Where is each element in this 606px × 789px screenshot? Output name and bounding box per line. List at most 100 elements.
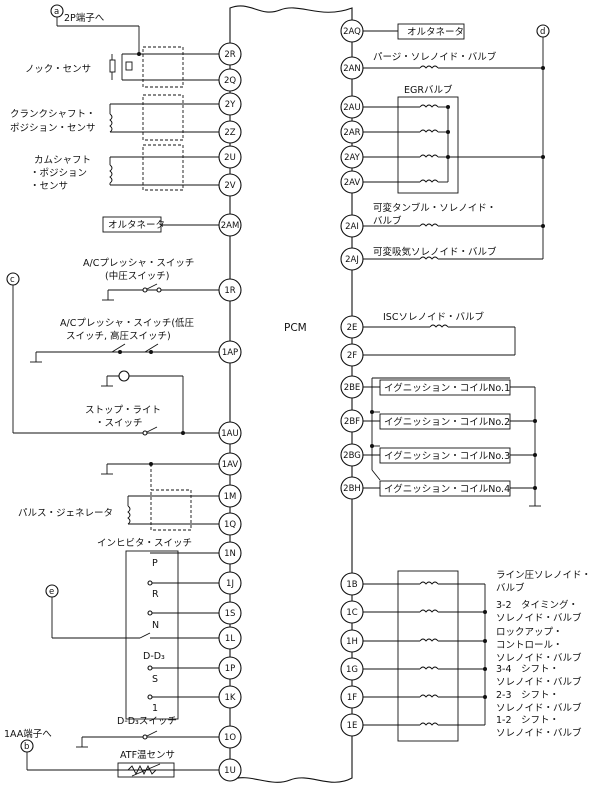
right-pin-2ay bbox=[340, 145, 364, 169]
ref-e-label: e bbox=[49, 587, 54, 597]
left-pin-1ap bbox=[218, 340, 242, 364]
coil2-label: イグニッション・コイルNo.2 bbox=[384, 416, 510, 428]
right-pin-2ar bbox=[340, 120, 364, 144]
left-pin-1o bbox=[218, 725, 242, 749]
cam-sensor-label-2: ・ポジション bbox=[30, 168, 87, 179]
dd3-switch-label: D-D₃スイッチ bbox=[117, 716, 177, 727]
ac-mid-label-1: A/Cプレッシャ・スイッチ bbox=[83, 258, 194, 269]
pcm-label: PCM bbox=[284, 322, 307, 334]
right-pin-label-1c: 1C bbox=[346, 608, 357, 618]
left-pin-label-2q: 2Q bbox=[224, 76, 236, 86]
right-pin-label-2ai: 2AI bbox=[345, 222, 359, 232]
left-pin-1u bbox=[218, 758, 242, 782]
left-pin-label-2v: 2V bbox=[224, 181, 235, 191]
left-pin-1av bbox=[218, 452, 242, 476]
tumble-label-2: バルブ bbox=[373, 215, 402, 227]
left-pin-label-1au: 1AU bbox=[221, 429, 238, 439]
isc-label: ISCソレノイド・バルブ bbox=[383, 311, 484, 323]
left-pin-1n bbox=[218, 541, 242, 565]
right-pin-label-2an: 2AN bbox=[343, 64, 361, 74]
alternator-left-box bbox=[102, 216, 162, 233]
pulse-gen-label: パルス・ジェネレータ bbox=[18, 508, 113, 519]
left-pin-label-2u: 2U bbox=[224, 153, 236, 163]
right-pin-1g bbox=[340, 657, 364, 681]
crank-sensor-label-2: ポジション・センサ bbox=[10, 123, 96, 134]
left-pin-label-1r: 1R bbox=[224, 286, 235, 296]
pulse-shield bbox=[150, 489, 192, 531]
to-1aa-label: 1AA端子へ bbox=[4, 728, 52, 740]
left-pin-label-1m: 1M bbox=[224, 492, 237, 502]
inhibitor-label: インヒビタ・スイッチ bbox=[97, 538, 192, 549]
stop-switch-label-1: ストップ・ライト bbox=[85, 405, 161, 416]
crank-coil-icon bbox=[109, 113, 113, 133]
left-pin-label-2r: 2R bbox=[224, 50, 235, 60]
knock-shield bbox=[142, 46, 184, 88]
pos-p: P bbox=[152, 558, 158, 569]
inhibitor-box bbox=[125, 550, 179, 720]
right-pin-2f bbox=[340, 343, 364, 367]
ref-d-label: d bbox=[540, 27, 545, 37]
timing-label-1: 3-2 タイミング・ bbox=[496, 599, 578, 611]
right-pin-1e bbox=[340, 713, 364, 737]
knock-resistor bbox=[109, 59, 116, 73]
right-pin-2e bbox=[340, 315, 364, 339]
egr-coil-2-icon bbox=[419, 129, 439, 133]
dd3-switch bbox=[146, 730, 158, 737]
cam-sensor-label-3: ・センサ bbox=[30, 181, 68, 192]
left-pin-1l bbox=[218, 626, 242, 650]
line-pressure-coil-icon bbox=[419, 581, 439, 585]
left-pin-2am bbox=[218, 213, 242, 237]
left-pin-2v bbox=[218, 173, 242, 197]
shift23-label-2: ソレノイド・バルブ bbox=[496, 702, 582, 714]
to-2p-label: 2P端子へ bbox=[64, 12, 105, 24]
lockup-coil-icon bbox=[419, 638, 439, 642]
intake-coil-icon bbox=[419, 256, 439, 260]
right-pin-label-2bg: 2BG bbox=[343, 451, 361, 461]
right-pin-2au bbox=[340, 95, 364, 119]
pos-r: R bbox=[152, 589, 159, 600]
pos-1: 1 bbox=[152, 703, 158, 714]
shift23-coil-icon bbox=[419, 694, 439, 698]
left-pin-1k bbox=[218, 685, 242, 709]
egr-coil-4-icon bbox=[419, 179, 439, 183]
right-pin-label-2bf: 2BF bbox=[344, 417, 360, 427]
alternator-left-label: オルタネータ bbox=[108, 220, 165, 231]
lockup-label-1: ロックアップ・ bbox=[496, 627, 563, 638]
coil3-box bbox=[379, 447, 511, 464]
knock-element bbox=[125, 61, 133, 71]
shift34-coil-icon bbox=[419, 666, 439, 670]
at-solenoid-box bbox=[397, 570, 459, 742]
intake-label: 可変吸気ソレノイド・バルブ bbox=[373, 246, 497, 258]
right-pin-2aj bbox=[340, 247, 364, 271]
coil3-label: イグニッション・コイルNo.3 bbox=[384, 450, 510, 462]
left-pin-2q bbox=[218, 68, 242, 92]
left-pin-label-2am: 2AM bbox=[221, 221, 240, 231]
right-pin-2an bbox=[340, 56, 364, 80]
left-pin-label-1u: 1U bbox=[224, 766, 236, 776]
timing-coil-icon bbox=[419, 609, 439, 613]
right-pin-label-2av: 2AV bbox=[344, 178, 361, 188]
left-pin-1au bbox=[218, 421, 242, 445]
left-pin-label-1n: 1N bbox=[224, 549, 236, 559]
right-pin-label-1g: 1G bbox=[346, 665, 358, 675]
right-pin-1b bbox=[340, 572, 364, 596]
pos-d: D-D₃ bbox=[143, 651, 165, 662]
pulse-coil-icon bbox=[127, 505, 131, 525]
left-pin-label-1o: 1O bbox=[224, 733, 236, 743]
atf-thermistor-icon bbox=[127, 763, 161, 777]
right-pin-1f bbox=[340, 685, 364, 709]
isc-coil-icon bbox=[429, 324, 449, 328]
left-pin-label-1k: 1K bbox=[225, 693, 236, 703]
left-pin-1s bbox=[218, 601, 242, 625]
pos-n: N bbox=[152, 620, 159, 631]
atf-sensor-label: ATF温センサ bbox=[120, 750, 175, 761]
egr-label: EGRバルブ bbox=[404, 84, 453, 96]
right-pin-2bg bbox=[340, 443, 364, 467]
ac-lh-label-2: スイッチ, 高圧スイッチ) bbox=[66, 330, 171, 342]
left-pin-2u bbox=[218, 145, 242, 169]
right-pin-2be bbox=[340, 375, 364, 399]
purge-coil-icon bbox=[419, 65, 439, 69]
knock-sensor-label: ノック・センサ bbox=[25, 64, 91, 75]
right-pin-1c bbox=[340, 600, 364, 624]
